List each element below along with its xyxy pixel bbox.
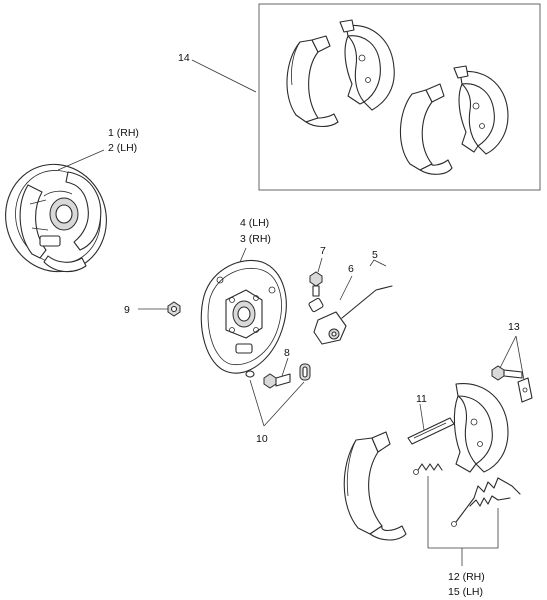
callout-10: 10 [256,433,268,445]
nut-9 [167,301,181,317]
callout-6: 6 [348,263,354,275]
callout-7: 7 [320,245,326,257]
strut-11 [407,417,455,445]
callout-3: 3 (RH) [240,233,271,245]
spring-long-lower [451,477,521,527]
callout-14: 14 [178,52,190,64]
shoe-kit-shoe-left-2 [399,83,453,175]
bolt-8 [263,373,291,389]
backing-plate [200,259,287,374]
brake-shoe-left [343,431,407,541]
callout-5: 5 [372,249,378,261]
shoe-kit-shoe-right-1 [339,19,395,111]
callout-8: 8 [284,347,290,359]
spring-upper [413,463,443,475]
spring-short-lower [469,495,511,507]
plug-10 [245,363,311,381]
shoe-kit-shoe-right-2 [453,65,509,155]
adjuster-assembly [308,285,393,345]
bolt-7 [309,271,323,297]
callout-15: 15 (LH) [448,586,483,598]
leader-lines [57,59,525,566]
callout-9: 9 [124,304,130,316]
callout-1: 1 (RH) [108,127,139,139]
callout-12: 12 (RH) [448,571,485,583]
bolt-lever-13 [491,365,533,403]
callout-4: 4 (LH) [240,217,269,229]
callout-13: 13 [508,321,520,333]
shoe-kit-inset-frame [258,3,541,191]
brake-shoe-right [453,383,509,473]
callout-2: 2 (LH) [108,142,137,154]
shoe-kit-shoe-left-1 [286,35,339,128]
callout-11: 11 [416,393,427,405]
assembled-brake-assembly [5,163,107,273]
